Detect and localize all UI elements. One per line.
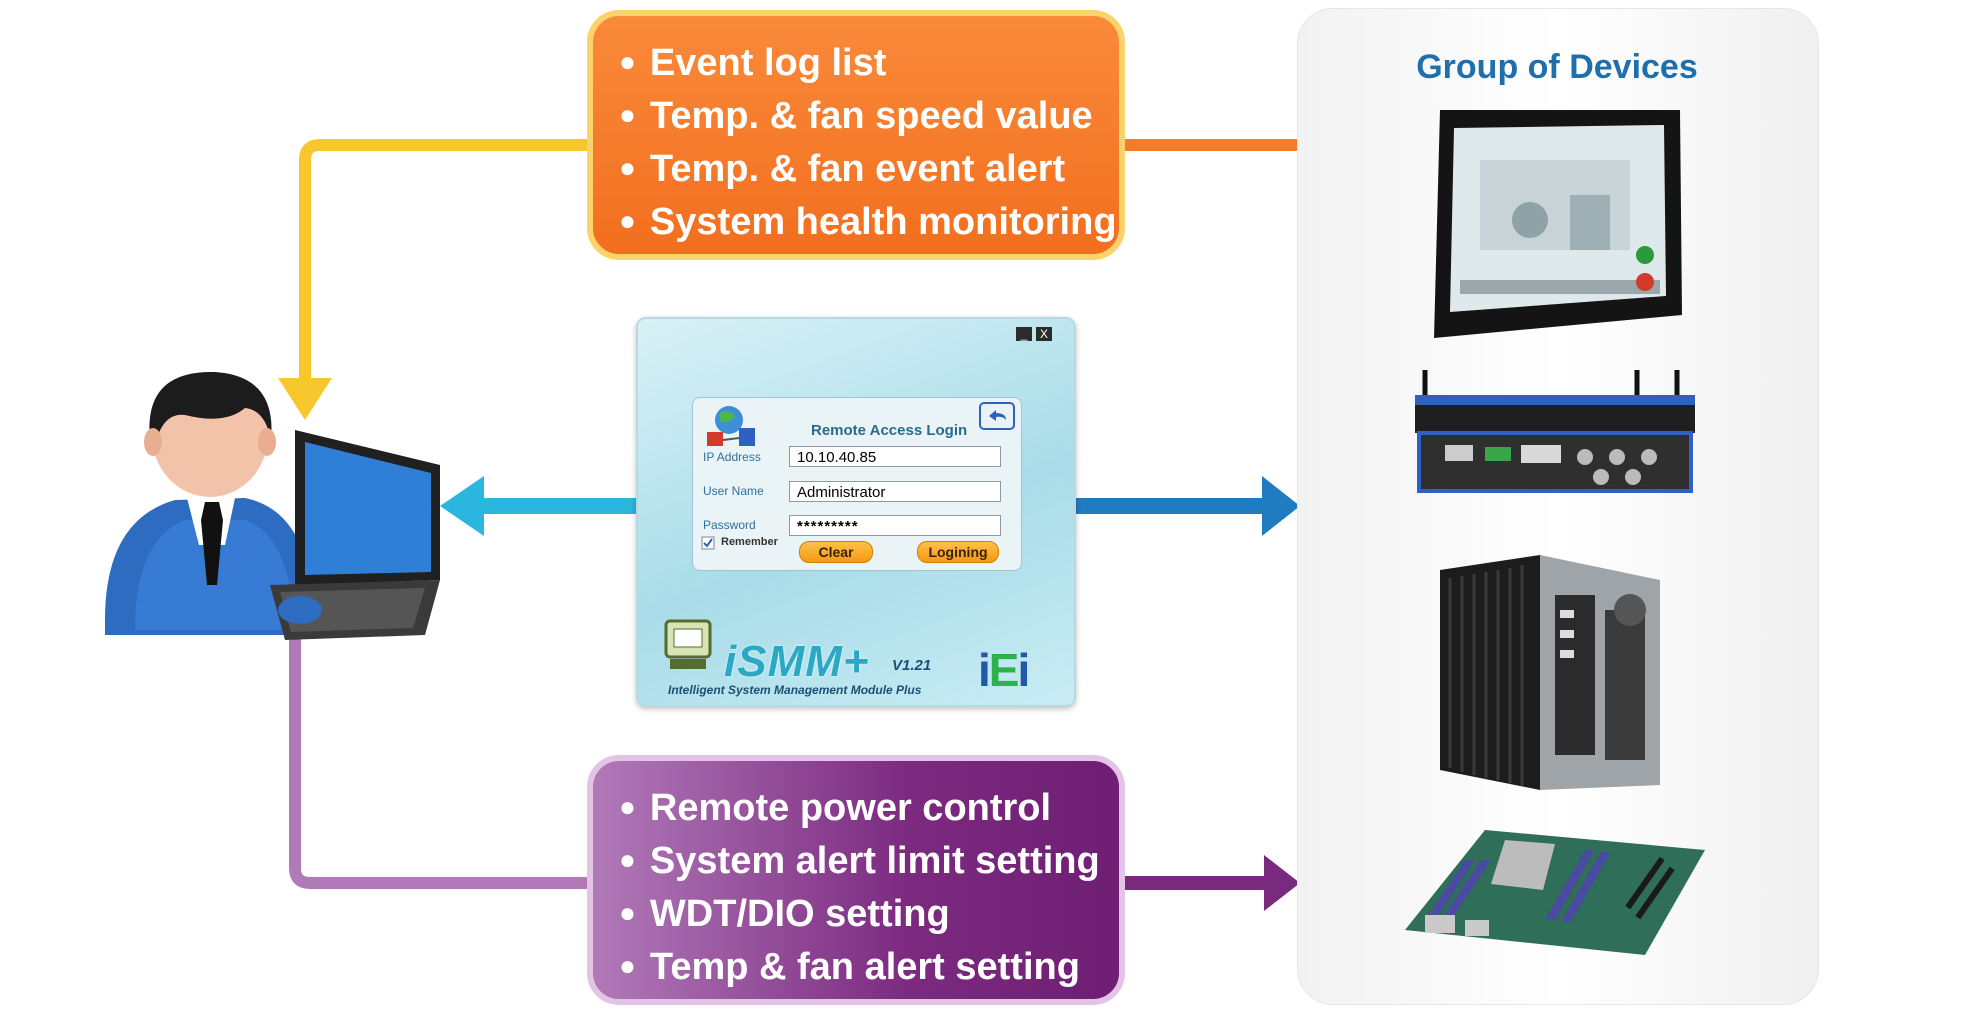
cyan-arrow-head — [440, 476, 484, 536]
blue-arrow-shaft — [1070, 498, 1270, 514]
password-input[interactable]: ********* — [789, 515, 1001, 536]
network-globe-icon — [707, 406, 755, 446]
minimize-button[interactable]: _ — [1016, 327, 1032, 341]
user-name-label: User Name — [703, 484, 764, 498]
iei-logo: iEi — [978, 644, 1030, 696]
ip-address-label: IP Address — [703, 450, 761, 464]
login-title: Remote Access Login — [811, 422, 968, 439]
purple-arrow-shaft — [1122, 876, 1272, 890]
cyan-arrow-shaft — [470, 498, 638, 514]
remember-checkbox[interactable] — [701, 536, 715, 550]
feature-item: Event log list — [619, 38, 1119, 91]
login-card: Remote Access Login IP Address 10.10.40.… — [692, 397, 1022, 571]
login-button[interactable]: Logining — [917, 541, 999, 563]
ip-address-input[interactable]: 10.10.40.85 — [789, 446, 1001, 467]
feature-item: Temp & fan alert setting — [619, 942, 1119, 995]
panel-pc-device-image — [1434, 110, 1682, 338]
user-name-input[interactable]: Administrator — [789, 481, 1001, 502]
yellow-connector-line — [299, 139, 596, 386]
control-features-box: Remote power control System alert limit … — [587, 755, 1125, 1005]
motherboard-device-image — [1405, 830, 1705, 955]
ismm-login-window: _ X Remote Access Login IP Address 10.10… — [636, 317, 1076, 707]
back-icon[interactable] — [979, 402, 1015, 430]
yellow-arrow-head — [278, 378, 332, 420]
ismm-device-logo-icon — [664, 619, 712, 669]
feature-item: System alert limit setting — [619, 836, 1119, 889]
remember-label: Remember — [721, 536, 778, 548]
feature-item: System health monitoring — [619, 197, 1119, 250]
ismm-version: V1.21 — [892, 657, 932, 674]
embedded-box-pc-device-image — [1415, 370, 1695, 493]
feature-item: Temp. & fan speed value — [619, 91, 1119, 144]
user-with-laptop-icon — [105, 371, 440, 640]
purple-arrow-head — [1264, 855, 1300, 911]
close-button[interactable]: X — [1036, 327, 1052, 341]
fanless-system-device-image — [1440, 555, 1660, 790]
clear-button[interactable]: Clear — [799, 541, 873, 563]
ismm-tagline: Intelligent System Management Module Plu… — [668, 683, 922, 697]
devices-title: Group of Devices — [1416, 48, 1698, 86]
monitoring-features-box: Event log list Temp. & fan speed value T… — [587, 10, 1125, 260]
password-label: Password — [703, 518, 756, 532]
blue-arrow-head — [1262, 476, 1300, 536]
purple-connector-line — [289, 634, 596, 889]
feature-item: Remote power control — [619, 783, 1119, 836]
feature-item: WDT/DIO setting — [619, 889, 1119, 942]
ismm-brand-name: iSMM+ — [724, 637, 870, 686]
feature-item: Temp. & fan event alert — [619, 144, 1119, 197]
